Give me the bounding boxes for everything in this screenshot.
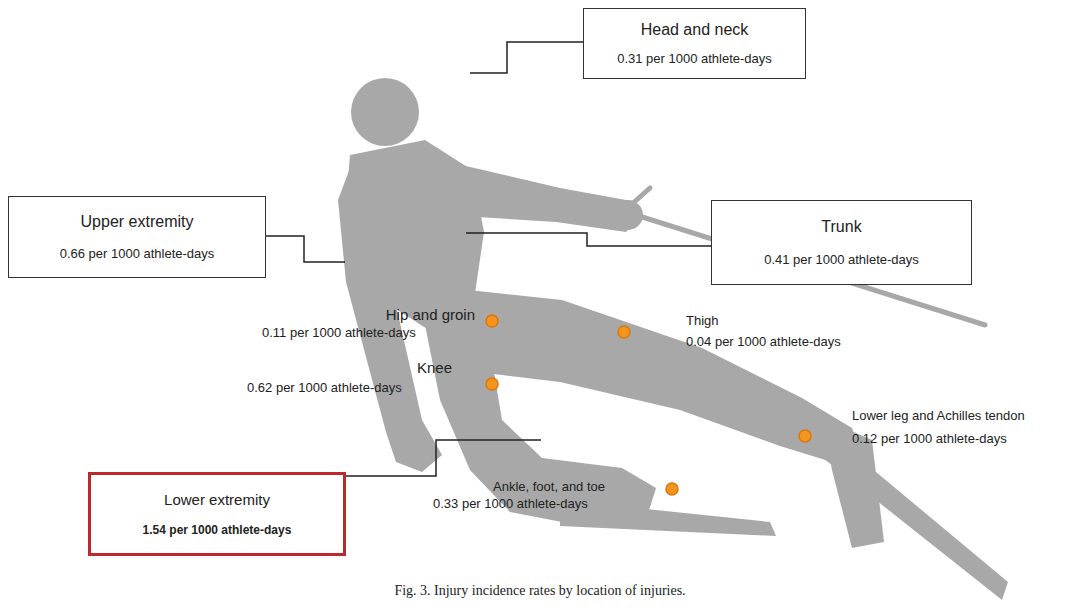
skier-head xyxy=(351,78,419,146)
injury-dot xyxy=(486,315,498,327)
body-part-label: Hip and groin xyxy=(386,307,475,324)
injury-dot xyxy=(666,483,678,495)
leader-line xyxy=(466,233,711,246)
incidence-rate: 0.11 per 1000 athlete-days xyxy=(262,326,416,340)
incidence-rate: 0.12 per 1000 athlete-days xyxy=(852,432,1007,446)
leader-line xyxy=(470,42,583,73)
region-name: Lower extremity xyxy=(164,491,270,508)
skier-arm xyxy=(440,160,642,232)
body-part-label: Knee xyxy=(417,360,452,377)
incidence-rate: 0.31 per 1000 athlete-days xyxy=(617,51,772,66)
injury-dot xyxy=(486,378,498,390)
figure-caption: Fig. 3. Injury incidence rates by locati… xyxy=(0,583,1080,599)
label-box: Lower extremity 1.54 per 1000 athlete-day… xyxy=(88,472,346,556)
leader-line xyxy=(266,236,345,262)
label-box: Upper extremity 0.66 per 1000 athlete-day… xyxy=(8,196,266,278)
label-box: Head and neck 0.31 per 1000 athlete-days xyxy=(583,8,806,79)
body-part-label: Ankle, foot, and toe xyxy=(493,480,605,494)
skier-leg xyxy=(468,290,864,462)
incidence-rate: 0.62 per 1000 athlete-days xyxy=(247,381,402,395)
injury-dot xyxy=(799,430,811,442)
region-name: Upper extremity xyxy=(81,213,194,231)
incidence-rate: 0.04 per 1000 athlete-days xyxy=(686,335,841,349)
incidence-rate: 0.66 per 1000 athlete-days xyxy=(60,246,215,261)
injury-dot xyxy=(618,326,630,338)
incidence-rate: 0.41 per 1000 athlete-days xyxy=(764,252,919,267)
ski xyxy=(780,402,1008,600)
ski xyxy=(560,500,776,536)
body-part-label: Lower leg and Achilles tendon xyxy=(852,409,1025,423)
body-part-label: Thigh xyxy=(686,314,719,328)
region-name: Trunk xyxy=(821,218,861,236)
leader-line xyxy=(346,440,541,476)
region-name: Head and neck xyxy=(641,21,749,39)
ski-pole xyxy=(632,188,650,204)
incidence-rate: 1.54 per 1000 athlete-days xyxy=(143,523,292,537)
label-box: Trunk 0.41 per 1000 athlete-days xyxy=(711,200,972,285)
incidence-rate: 0.33 per 1000 athlete-days xyxy=(433,497,588,511)
